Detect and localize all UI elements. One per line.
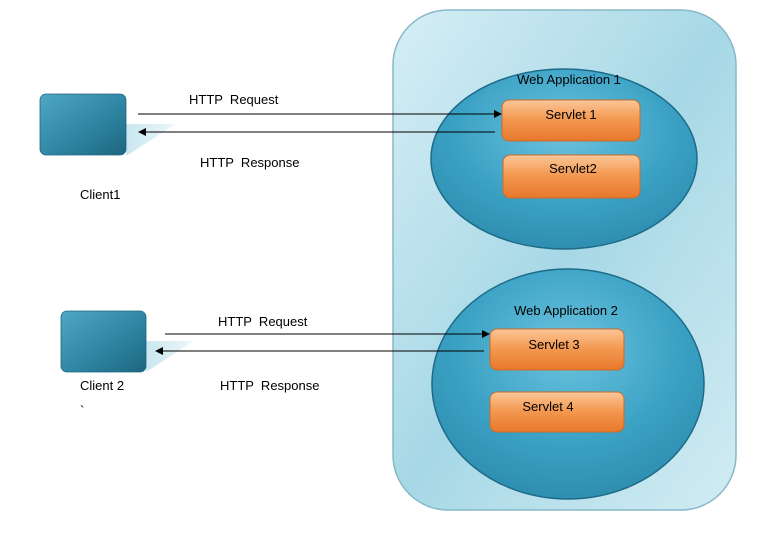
web-application-2-title: Web Application 2 (514, 303, 618, 318)
servlet-4-box (489, 391, 625, 433)
client-2-stray-mark: ` (80, 403, 84, 418)
client-1[interactable] (39, 93, 176, 156)
client-1-request-label: HTTP Request (189, 92, 279, 107)
servlet-1[interactable]: Servlet 1 (501, 99, 641, 142)
client-2-response-label: HTTP Response (220, 378, 319, 393)
servlet-4-label: Servlet 4 (522, 399, 573, 414)
web-application-1-title: Web Application 1 (517, 72, 621, 87)
servlet-3[interactable]: Servlet 3 (489, 328, 625, 371)
client-2-shadow (146, 341, 194, 372)
servlet-2[interactable]: Servlet2 (502, 154, 641, 199)
servlet-3-label: Servlet 3 (528, 337, 579, 352)
client-2-icon (60, 310, 147, 373)
client-2-label: Client 2 (80, 378, 124, 393)
web-application-1: Web Application 1 Servlet 1 Servlet2 (430, 68, 698, 250)
client-1-icon (39, 93, 127, 156)
servlet-1-label: Servlet 1 (545, 107, 596, 122)
client-2-request-label: HTTP Request (218, 314, 308, 329)
servlet-4[interactable]: Servlet 4 (489, 391, 625, 433)
servlet-2-label: Servlet2 (549, 161, 597, 176)
client-1-response-label: HTTP Response (200, 155, 299, 170)
client-1-label: Client1 (80, 187, 120, 202)
servlet-3-box (489, 328, 625, 371)
web-application-2-ellipse (431, 268, 705, 500)
client-2[interactable] (60, 310, 194, 373)
web-application-2: Web Application 2 Servlet 3 Servlet 4 (431, 268, 705, 500)
client-1-shadow (126, 124, 176, 156)
servlet-2-box (502, 154, 641, 199)
servlet-1-box (501, 99, 641, 142)
